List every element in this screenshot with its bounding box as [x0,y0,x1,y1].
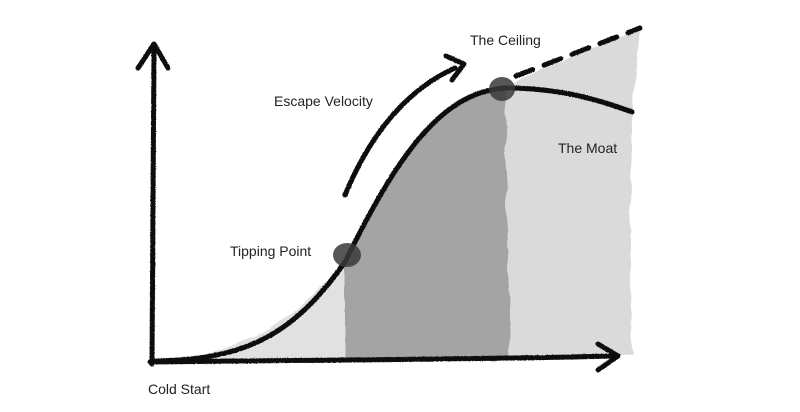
growth-stage-region [345,88,510,360]
growth-curve [149,85,635,364]
y-axis-arrowhead [135,41,171,71]
the-moat-label: The Moat [558,140,617,156]
moat-region [505,30,640,360]
tipping-point-marker [333,243,361,267]
tipping-point-label: Tipping Point [230,243,311,259]
ceiling-marker [489,77,515,101]
y-axis [149,45,157,367]
escape-velocity-arrow [342,65,458,198]
escape-velocity-arrowhead [443,53,467,83]
ceiling-dashed-line [513,25,643,79]
early-stage-region [150,262,345,362]
escape-velocity-label: Escape Velocity [274,93,373,109]
cold-start-label: Cold Start [148,381,210,397]
x-axis [147,353,619,365]
x-axis-arrowhead [595,341,621,373]
the-ceiling-label: The Ceiling [470,32,541,48]
